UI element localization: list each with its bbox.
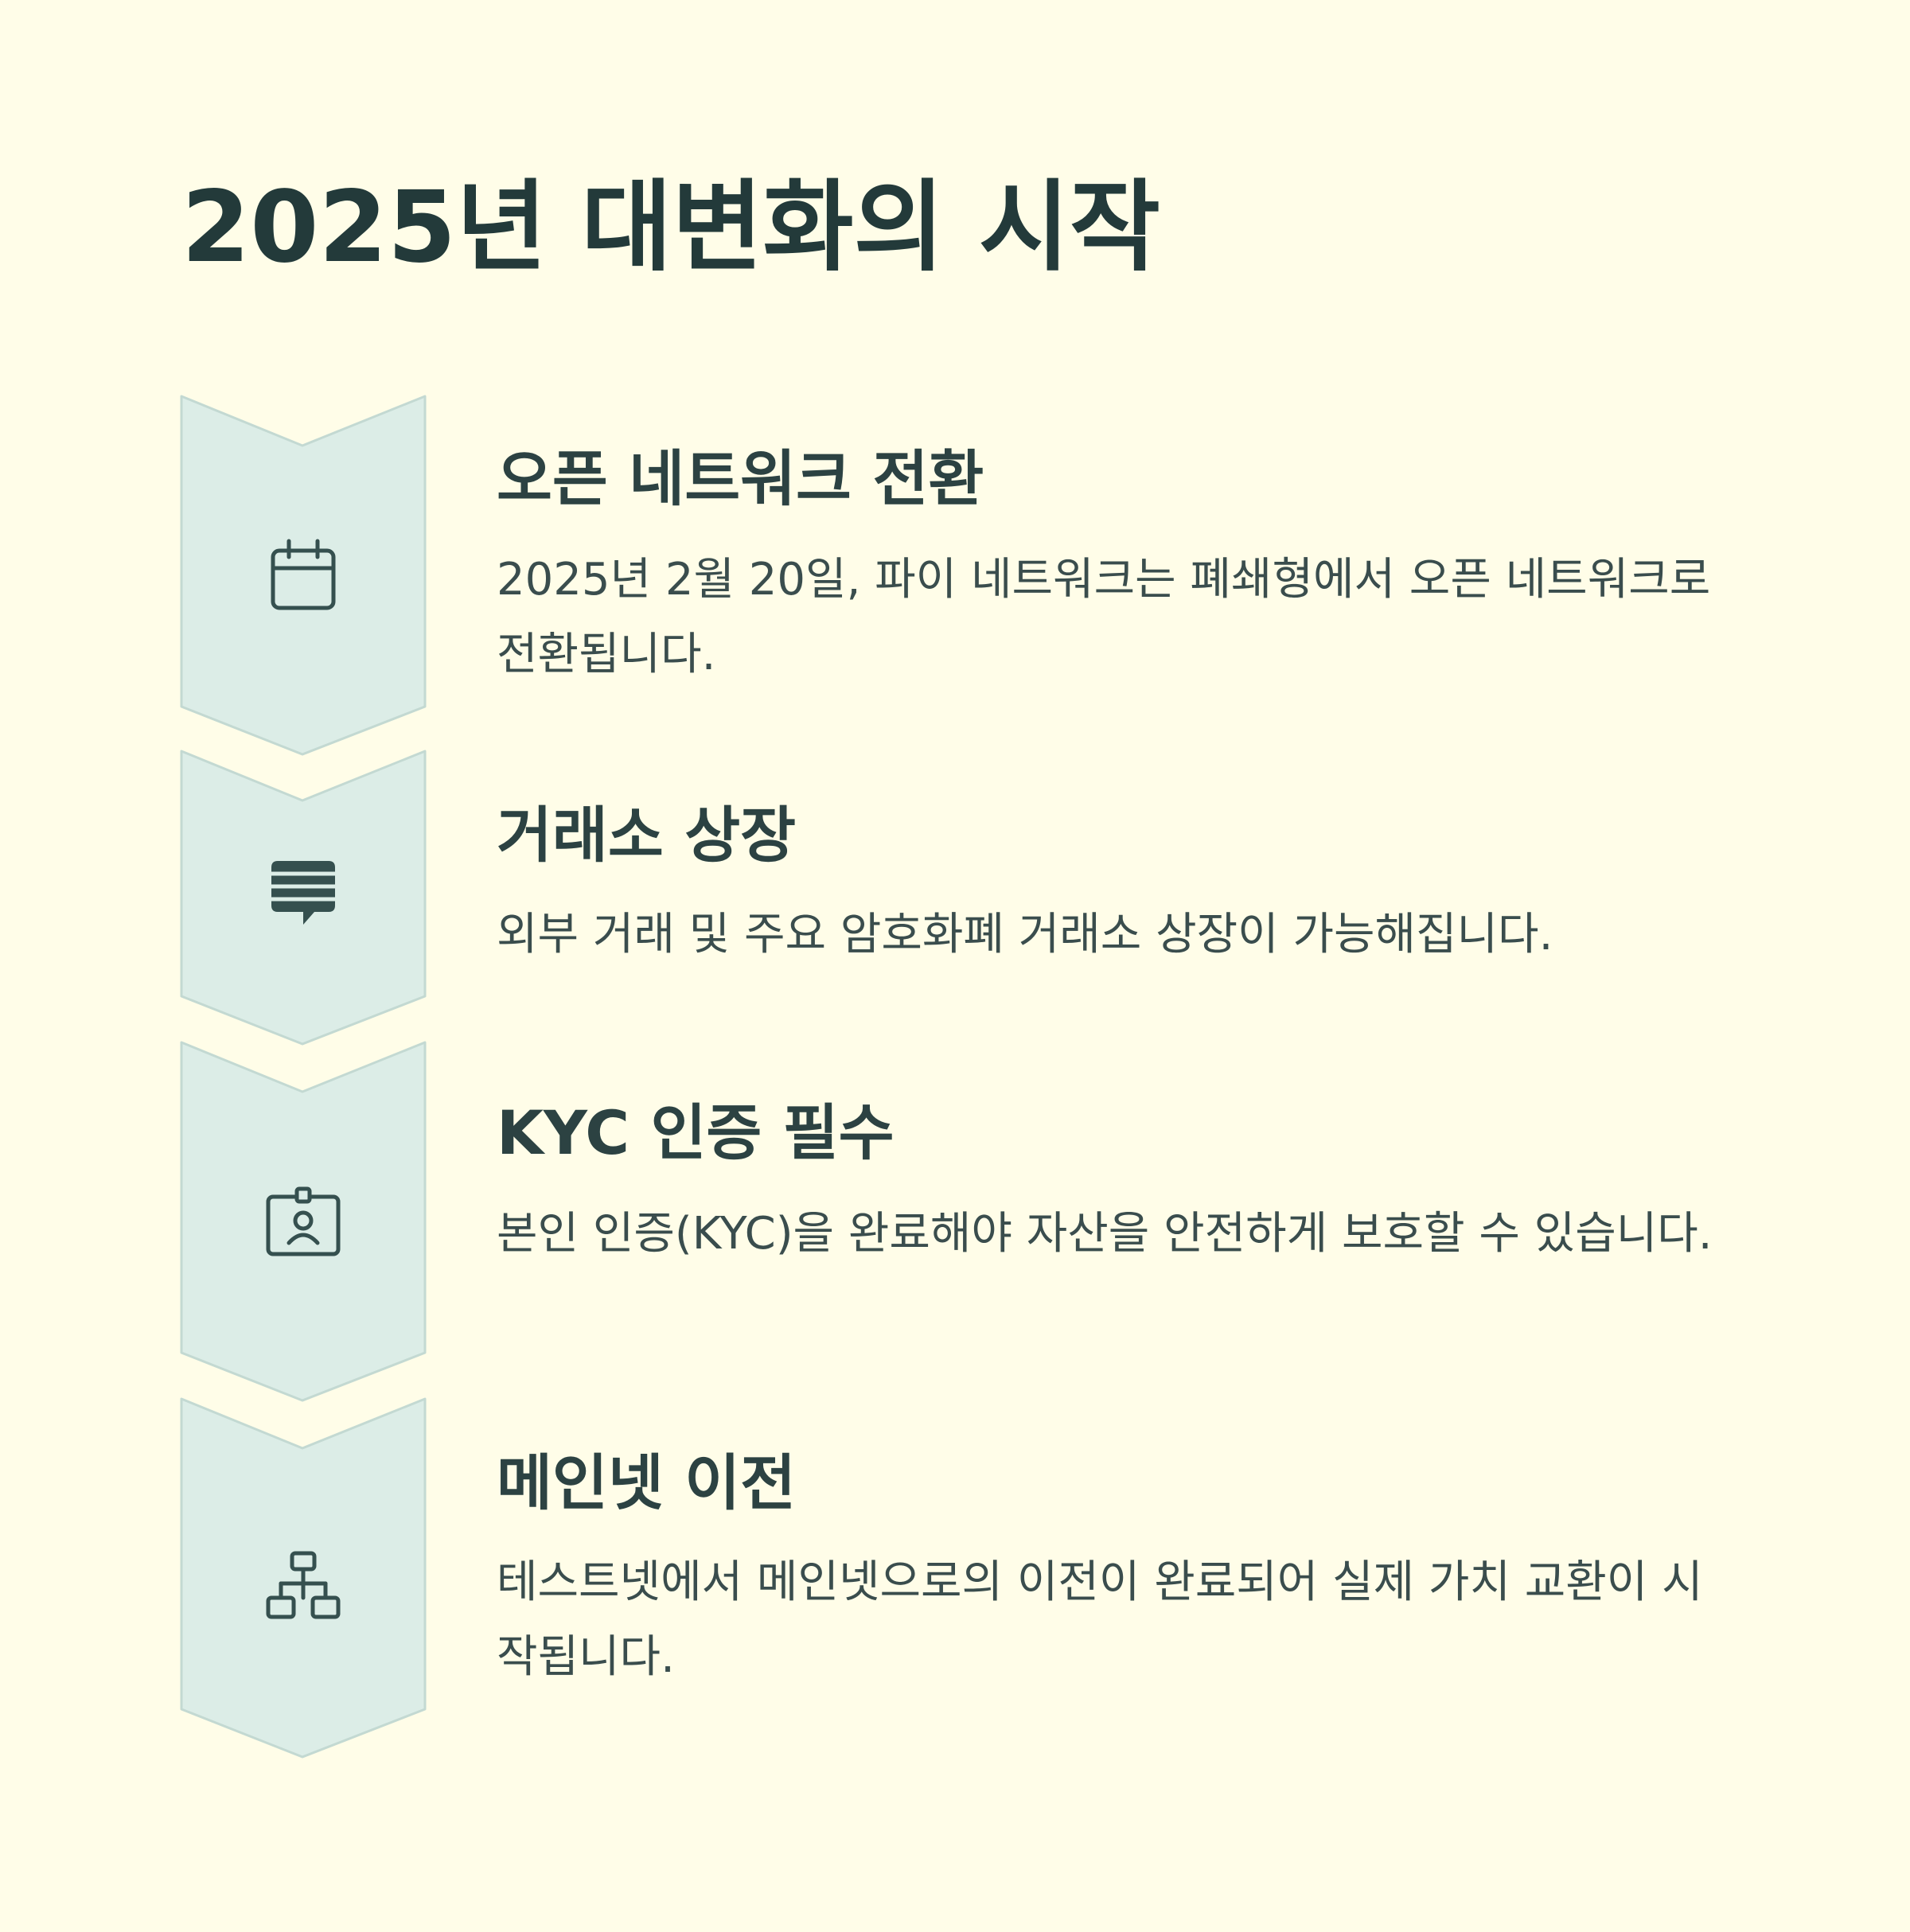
step-open-network: 오픈 네트워크 전환 2025년 2월 20일, 파이 네트워크는 폐쇄형에서 …	[0, 395, 1910, 756]
step-description: 2025년 2월 20일, 파이 네트워크는 폐쇄형에서 오픈 네트워크로 전환…	[497, 554, 1711, 680]
network-icon	[266, 1551, 341, 1619]
calendar-icon	[271, 539, 336, 610]
chevron-shape	[180, 1041, 427, 1402]
step-title: 오픈 네트워크 전환	[497, 443, 984, 514]
step-kyc: KYC 인증 필수 본인 인증(KYC)을 완료해야 자산을 안전하게 보호할 …	[0, 1041, 1910, 1402]
step-exchange-listing: 거래소 상장 외부 거래 및 주요 암호화폐 거래소 상장이 가능해집니다.	[0, 750, 1910, 1046]
step-mainnet-migration: 메인넷 이전 테스트넷에서 메인넷으로의 이전이 완료되어 실제 가치 교환이 …	[0, 1397, 1910, 1759]
step-description: 본인 인증(KYC)을 완료해야 자산을 안전하게 보호할 수 있습니다.	[497, 1208, 1713, 1260]
chevron-shape	[180, 395, 427, 756]
step-description: 외부 거래 및 주요 암호화폐 거래소 상장이 가능해집니다.	[497, 909, 1553, 960]
step-title: 거래소 상장	[497, 800, 797, 871]
id-badge-icon	[266, 1186, 341, 1256]
step-title: 메인넷 이전	[497, 1447, 797, 1518]
step-description: 테스트넷에서 메인넷으로의 이전이 완료되어 실제 가치 교환이 시작됩니다.	[497, 1556, 1703, 1683]
step-title: KYC 인증 필수	[497, 1097, 895, 1168]
chat-message-icon	[271, 861, 335, 925]
page-title: 2025년 대변화의 시작	[181, 170, 1161, 285]
